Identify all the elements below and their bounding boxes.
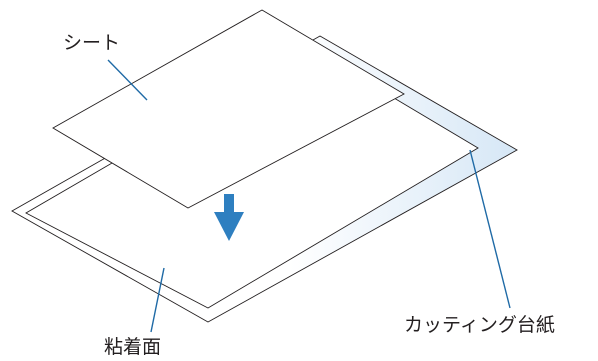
leader-line-sheet — [107, 59, 148, 101]
sheet-label: シート — [63, 32, 121, 54]
cutting-mat-label: カッティング台紙 — [404, 314, 555, 336]
leader-line-adhesive — [150, 267, 165, 333]
adhesive-surface-label: 粘着面 — [104, 336, 162, 358]
leader-line-cutting-mat — [469, 149, 511, 309]
down-arrow-icon — [214, 194, 244, 241]
sheet — [52, 9, 405, 209]
